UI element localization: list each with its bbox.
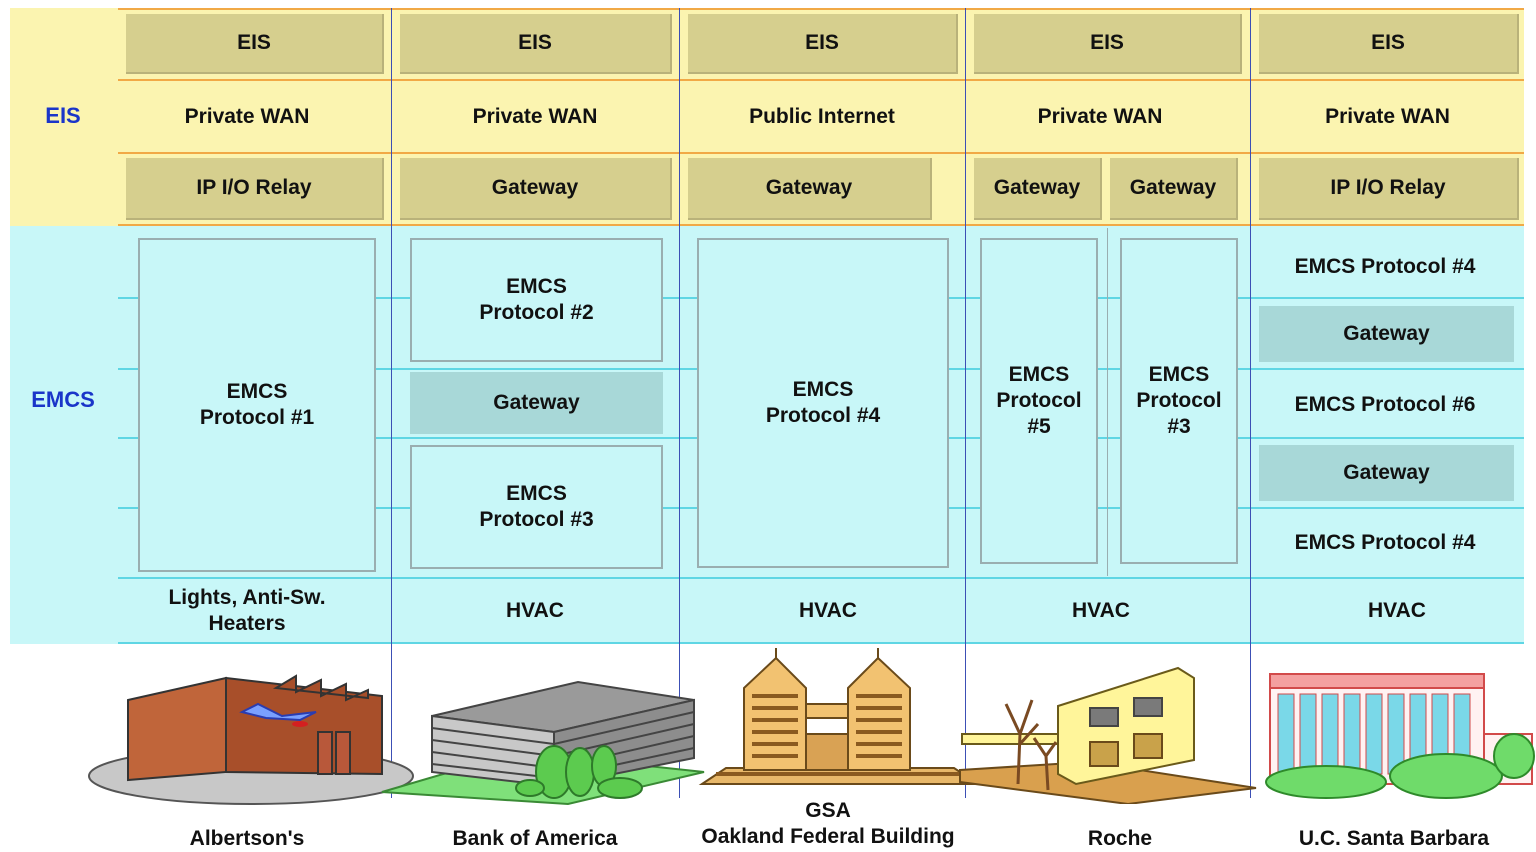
column-separator [679, 8, 680, 798]
column-separator [965, 8, 966, 798]
network-label: Private WAN [472, 105, 598, 128]
equipment-label: HVAC [799, 599, 857, 622]
ucsb-building-illustration [1265, 673, 1535, 799]
equipment-label: HVAC [1368, 599, 1426, 622]
equipment-label: HVAC [506, 599, 564, 622]
eis-band-label: EIS [45, 103, 81, 128]
gateway-box: Gateway [410, 372, 663, 434]
interface-box: Gateway [974, 158, 1102, 220]
equipment-label: HVAC [1072, 599, 1130, 622]
eis-divider [118, 8, 1524, 10]
eis-box: EIS [974, 14, 1242, 74]
roche-building-illustration [959, 666, 1257, 804]
network-label: Private WAN [1037, 105, 1163, 128]
gateway-box: Gateway [1259, 445, 1514, 501]
interface-box: IP I/O Relay [126, 158, 384, 220]
column-inner-separator [1107, 228, 1108, 576]
interface-box: IP I/O Relay [1259, 158, 1519, 220]
interface-box: Gateway [1110, 158, 1238, 220]
site-label: U.C. Santa Barbara [1298, 827, 1490, 850]
eis-box: EIS [1259, 14, 1519, 74]
emcs-protocol-box: EMCS Protocol #3 [410, 445, 663, 569]
emcs-protocol-label: EMCS Protocol #4 [1294, 255, 1476, 278]
gsa-federal-building-illustration [698, 648, 980, 785]
eis-divider [118, 152, 1524, 154]
eis-divider [118, 224, 1524, 226]
emcs-protocol-box: EMCS Protocol #1 [138, 238, 376, 572]
equipment-label: Lights, Anti-Sw. Heaters [168, 586, 326, 635]
emcs-protocol-box: EMCS Protocol #2 [410, 238, 663, 362]
column-separator [1250, 8, 1251, 798]
eis-box: EIS [400, 14, 672, 74]
emcs-divider [118, 642, 1524, 644]
emcs-divider [118, 577, 1524, 579]
eis-box: EIS [688, 14, 958, 74]
interface-box: Gateway [400, 158, 672, 220]
network-label: Private WAN [1325, 105, 1450, 128]
albertsons-store-illustration [88, 674, 414, 805]
bank-of-america-building-illustration [381, 680, 705, 806]
site-label: Roche [1087, 827, 1153, 850]
network-label: Private WAN [184, 105, 310, 128]
site-label: Bank of America [452, 827, 618, 850]
gateway-box: Gateway [1259, 306, 1514, 362]
network-label: Public Internet [749, 105, 895, 128]
site-label: GSA Oakland Federal Building [701, 799, 955, 848]
emcs-protocol-box: EMCS Protocol #4 [697, 238, 949, 568]
eis-divider [118, 79, 1524, 81]
column-separator [391, 8, 392, 798]
emcs-protocol-box: EMCS Protocol #5 [980, 238, 1098, 564]
eis-box: EIS [126, 14, 384, 74]
emcs-protocol-label: EMCS Protocol #6 [1294, 393, 1476, 416]
site-label: Albertson's [189, 827, 305, 850]
emcs-protocol-label: EMCS Protocol #4 [1294, 531, 1476, 554]
interface-box: Gateway [688, 158, 932, 220]
emcs-band-label: EMCS [31, 387, 95, 412]
emcs-protocol-box: EMCS Protocol #3 [1120, 238, 1238, 564]
